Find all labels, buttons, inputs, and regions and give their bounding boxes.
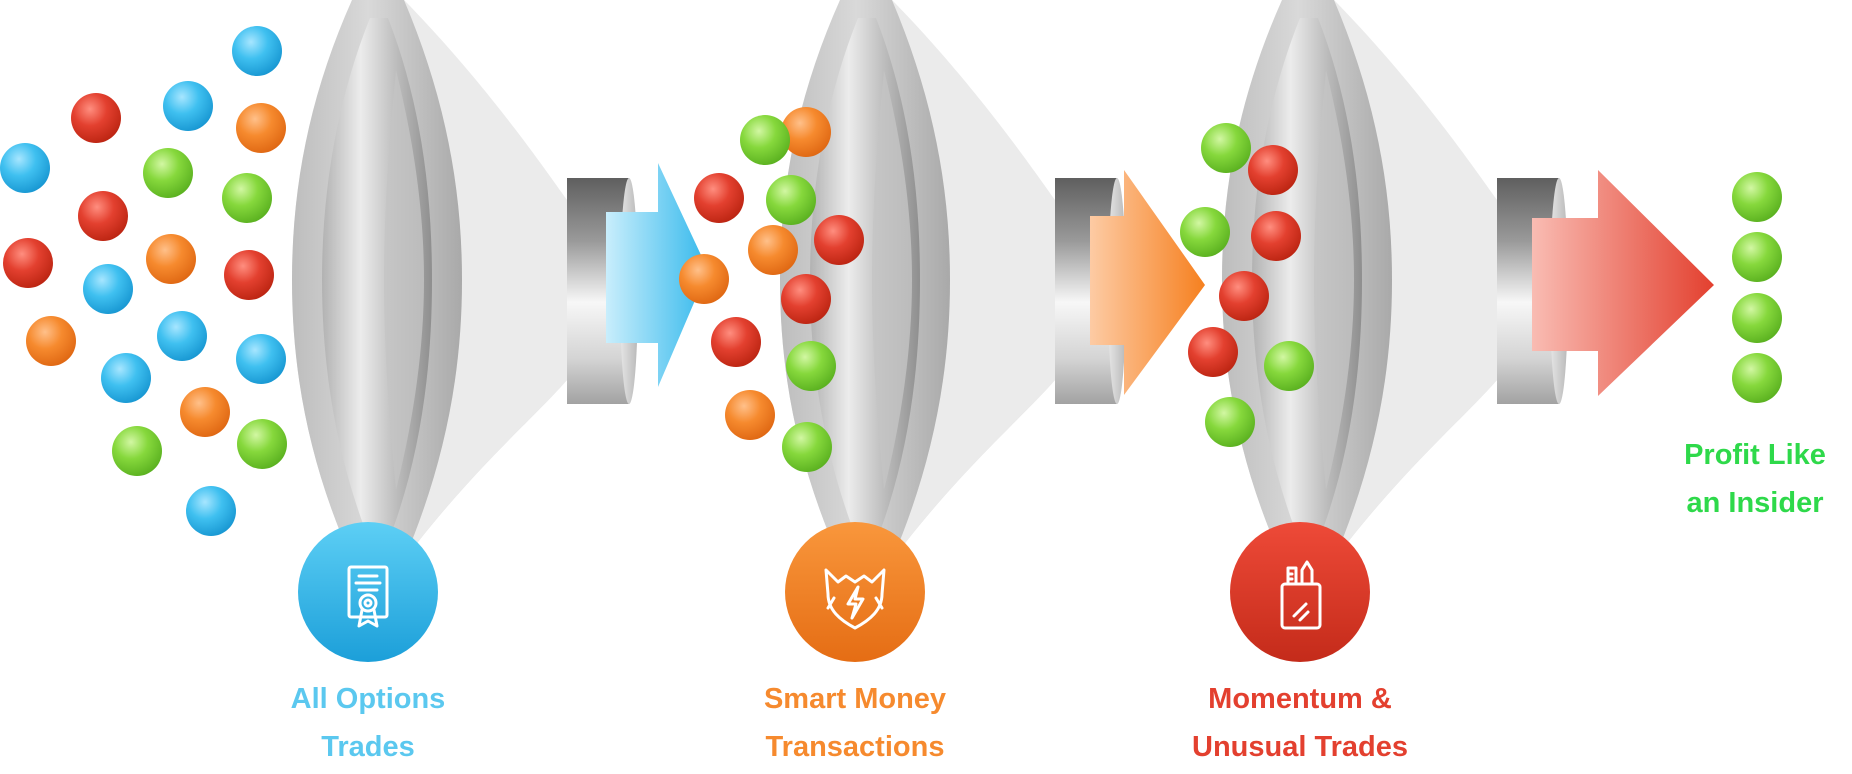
ball-green (143, 148, 193, 198)
ball-blue (83, 264, 133, 314)
result-label-line1: Profit Like (1684, 439, 1826, 471)
stage-1-badge (298, 522, 438, 662)
ball-orange (679, 254, 729, 304)
stage-3-label: Momentum & Unusual Trades (1170, 675, 1430, 771)
ball-blue (0, 143, 50, 193)
ball-red (711, 317, 761, 367)
ball-blue (236, 334, 286, 384)
stage-2-label: Smart Money Transactions (735, 675, 975, 771)
ball-green (1732, 232, 1782, 282)
pencil-cup-icon (1280, 560, 1322, 630)
input-balls (0, 26, 287, 536)
ball-green (766, 175, 816, 225)
stage-3-badge (1230, 522, 1370, 662)
ball-green (786, 341, 836, 391)
ball-green (1180, 207, 1230, 257)
ball-blue (157, 311, 207, 361)
ball-green (237, 419, 287, 469)
ball-green (1201, 123, 1251, 173)
funnel-3 (1222, 0, 1568, 560)
stage-2-balls (679, 107, 864, 472)
shield-lightning-icon (824, 568, 886, 630)
ball-green (782, 422, 832, 472)
output-balls (1732, 172, 1782, 403)
ball-red (1188, 327, 1238, 377)
ball-blue (163, 81, 213, 131)
ball-red (71, 93, 121, 143)
ball-orange (146, 234, 196, 284)
ball-orange (26, 316, 76, 366)
funnel-2 (780, 0, 1126, 560)
ball-green (1205, 397, 1255, 447)
ball-orange (781, 107, 831, 157)
ball-green (1732, 293, 1782, 343)
ball-red (814, 215, 864, 265)
ball-orange (236, 103, 286, 153)
ball-red (781, 274, 831, 324)
stage-2-badge (785, 522, 925, 662)
ball-green (740, 115, 790, 165)
ball-orange (180, 387, 230, 437)
stage-1-label-line1: All Options (290, 683, 446, 715)
ball-red (694, 173, 744, 223)
ball-green (222, 173, 272, 223)
stage-2-label-line2: Transactions (765, 731, 945, 763)
certificate-icon (347, 565, 389, 628)
ball-red (78, 191, 128, 241)
result-label-line2: an Insider (1686, 487, 1824, 519)
ball-red (1248, 145, 1298, 195)
ball-blue (101, 353, 151, 403)
stage-2-label-line1: Smart Money (763, 683, 947, 715)
ball-orange (748, 225, 798, 275)
stage-1-label: All Options Trades (268, 675, 468, 771)
arrow-1 (606, 163, 708, 387)
ball-green (1264, 341, 1314, 391)
ball-blue (186, 486, 236, 536)
stage-1-label-line2: Trades (321, 731, 415, 763)
stage-3-balls (1180, 123, 1314, 447)
stage-3-label-line1: Momentum & (1208, 683, 1392, 715)
ball-green (1732, 172, 1782, 222)
ball-red (1219, 271, 1269, 321)
ball-red (3, 238, 53, 288)
ball-green (112, 426, 162, 476)
funnel-1 (292, 0, 638, 560)
arrow-2 (1090, 170, 1205, 395)
stage-3-label-line2: Unusual Trades (1192, 731, 1408, 763)
ball-green (1732, 353, 1782, 403)
arrow-3 (1532, 170, 1714, 396)
ball-red (224, 250, 274, 300)
ball-orange (725, 390, 775, 440)
ball-blue (232, 26, 282, 76)
result-label: Profit Like an Insider (1660, 431, 1850, 527)
ball-red (1251, 211, 1301, 261)
